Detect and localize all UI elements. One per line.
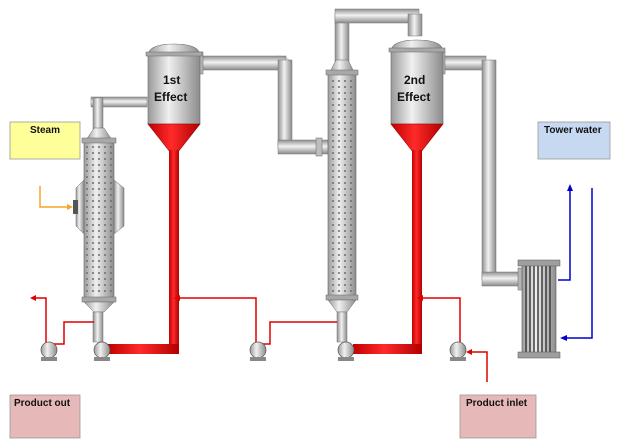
tower-water-label-box: Tower water [537,121,611,160]
product-out-label-box: Product out [9,394,81,439]
calandria-2 [325,59,359,343]
cooling-water-lines [558,184,593,341]
product-lines [108,150,422,354]
product-inlet-label-box: Product inlet [459,394,537,439]
product-inlet-label: Product inlet [466,398,528,409]
centrifugal-pump-icon [40,341,58,361]
tower-water-label: Tower water [544,125,602,136]
flow-arrow-icon [30,295,472,355]
centrifugal-pump-icon [93,341,111,361]
second-effect-label-line1: 2nd [404,73,425,87]
steam-inlet-arrow [39,186,73,210]
condenser [517,259,561,359]
steam-label: Steam [30,125,60,136]
centrifugal-pump-icon [449,341,467,361]
second-effect-label-line2: Effect [397,90,430,104]
second-effect-separator: 2nd Effect [388,39,446,153]
vapor-pipes [90,8,524,291]
product-out-label: Product out [14,398,71,409]
calandria-1 [73,127,125,343]
thin-product-lines [34,297,488,382]
first-effect-separator: 1st Effect [145,43,203,153]
centrifugal-pump-icon [337,341,355,361]
centrifugal-pump-icon [249,341,267,361]
steam-label-box: Steam [9,121,81,160]
first-effect-label-line2: Effect [154,90,187,104]
first-effect-label-line1: 1st [163,73,180,87]
